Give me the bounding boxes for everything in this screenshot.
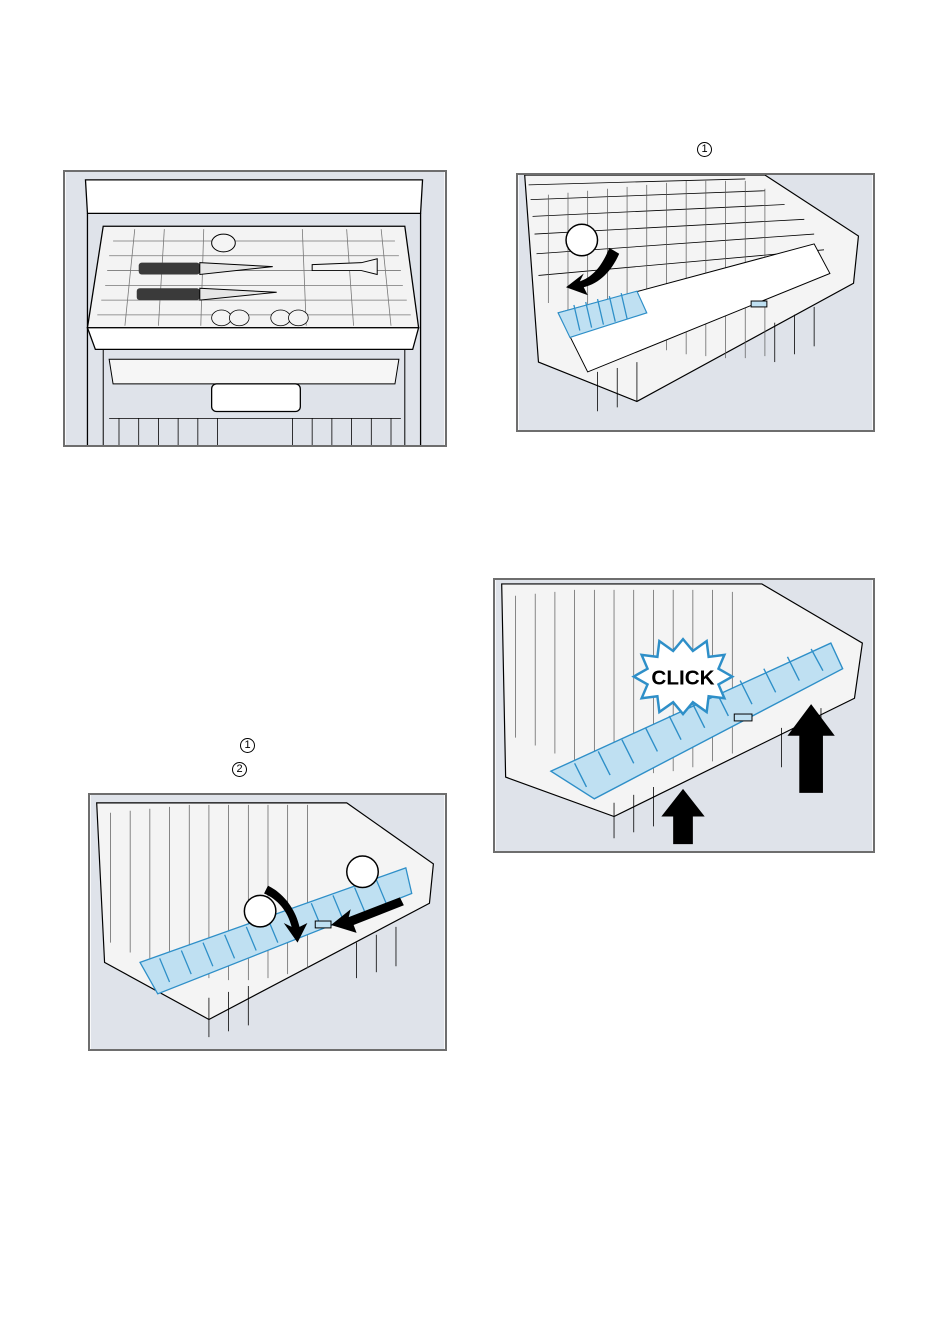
step-marker-2: 2: [232, 762, 247, 777]
dishwasher-rack-illustration: CLICK: [495, 580, 873, 851]
dishwasher-rack-illustration: [90, 795, 445, 1049]
dishwasher-rack-illustration: [518, 175, 873, 430]
dishwasher-rack-illustration: [65, 172, 445, 445]
figure-cutlery-drawer: [63, 170, 447, 447]
figure-insert-rack-click: CLICK: [493, 578, 875, 853]
figure-fold-down-rack: [516, 173, 875, 432]
step-marker-1: 1: [697, 142, 712, 157]
step-marker-1: 1: [240, 738, 255, 753]
click-label: CLICK: [651, 666, 714, 689]
figure-remove-rack: [88, 793, 447, 1051]
